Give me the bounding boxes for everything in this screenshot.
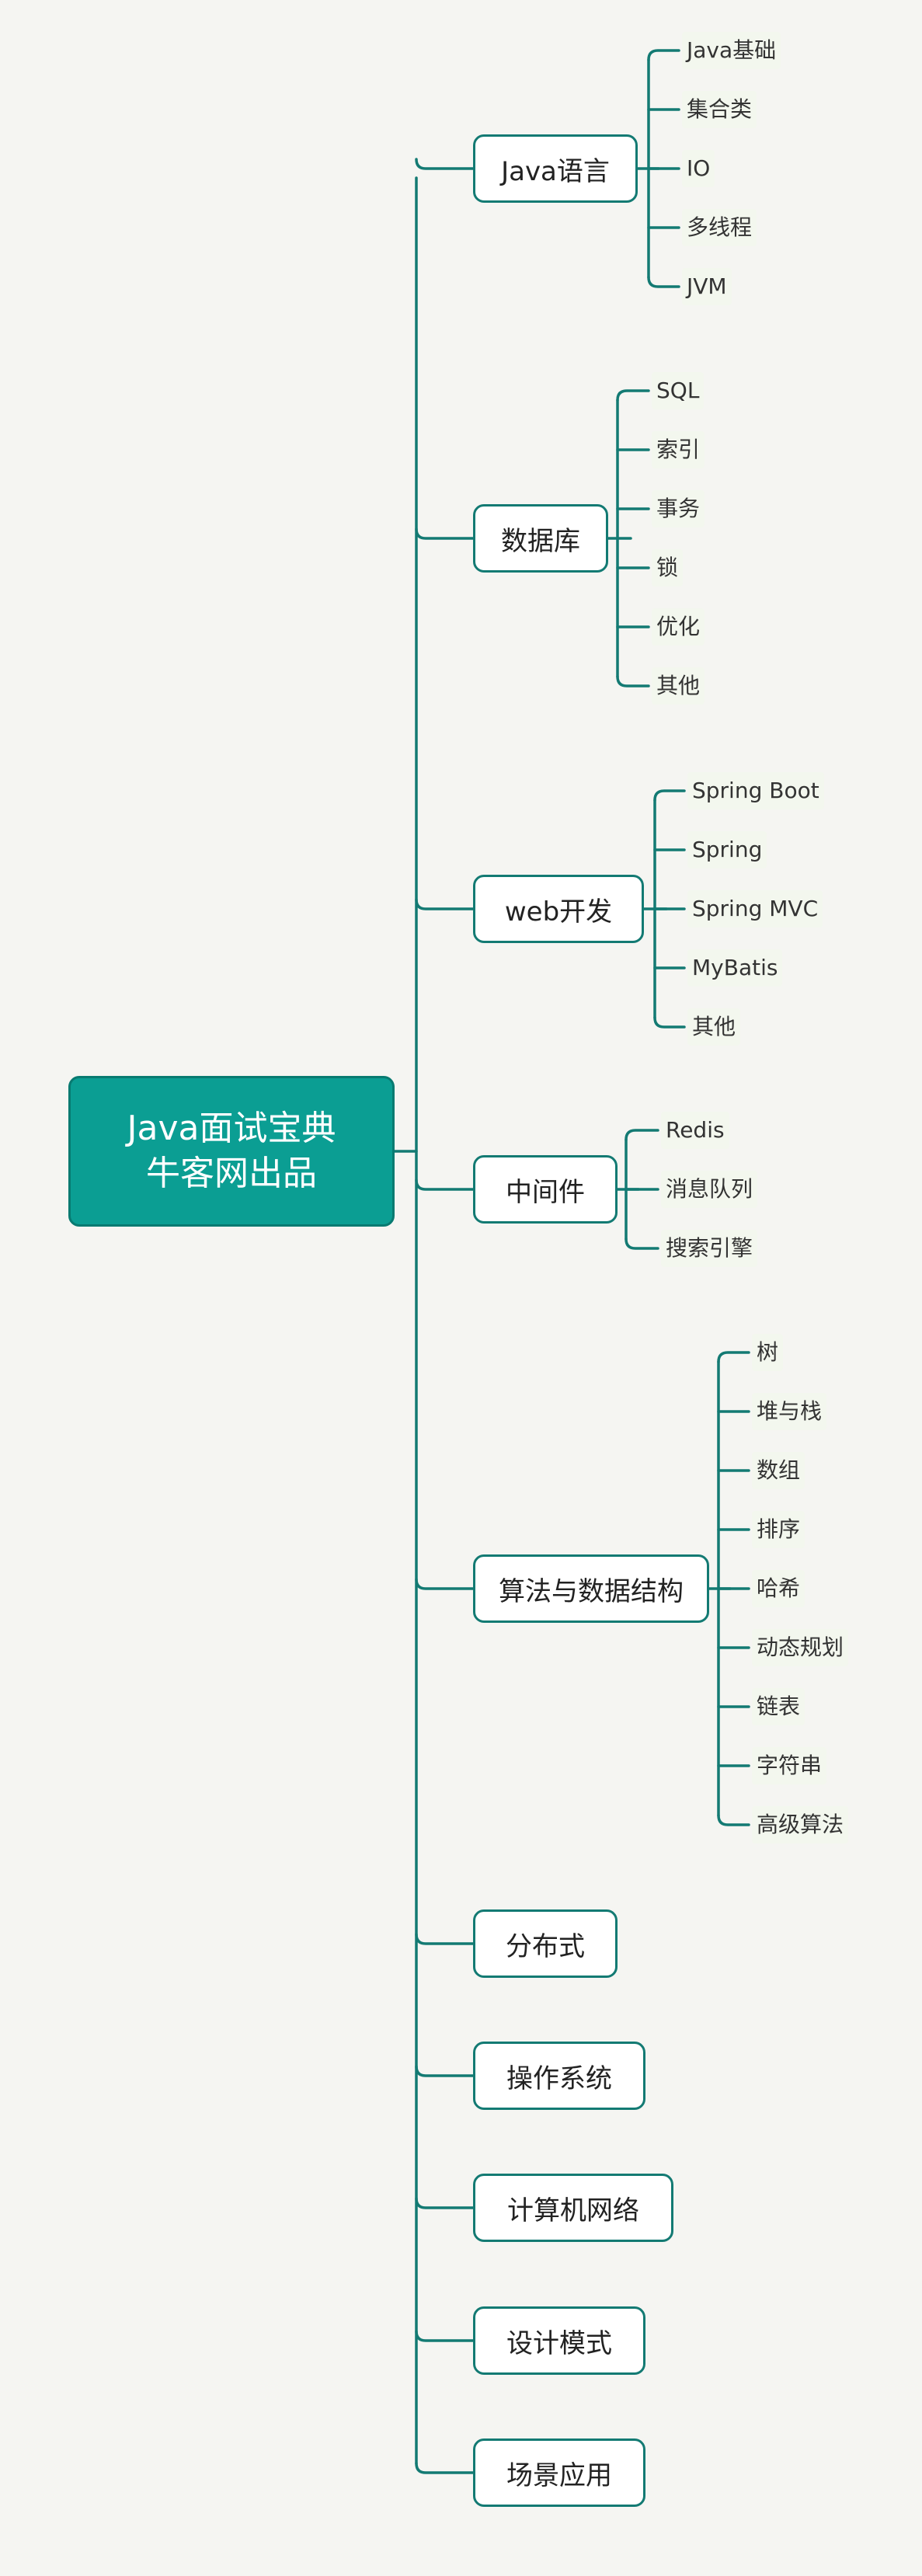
- leaf-node[interactable]: Spring MVC: [687, 890, 823, 928]
- leaf-connector: [717, 1814, 750, 1826]
- leaf-connector: [616, 675, 650, 688]
- leaf-connector: [653, 1016, 686, 1029]
- leaf-node[interactable]: 树: [752, 1334, 784, 1371]
- leaf-connector: [625, 1129, 659, 1141]
- leaf-node[interactable]: Spring Boot: [687, 772, 824, 809]
- leaf-node[interactable]: 哈希: [752, 1570, 805, 1607]
- leaf-node[interactable]: IO: [682, 150, 715, 187]
- root-title-line1: Java面试宝典: [127, 1109, 336, 1148]
- leaf-node[interactable]: 多线程: [682, 209, 757, 246]
- branch-connector: [415, 158, 475, 170]
- leaf-connector: [653, 789, 686, 802]
- leaf-node[interactable]: 高级算法: [752, 1806, 849, 1843]
- leaf-node[interactable]: Java基础: [682, 32, 781, 69]
- leaf-connector: [616, 389, 650, 402]
- leaf-node[interactable]: 排序: [752, 1511, 805, 1548]
- branch-connector: [415, 1933, 475, 1945]
- leaf-node[interactable]: JVM: [682, 268, 732, 305]
- leaf-node[interactable]: SQL: [652, 372, 705, 409]
- leaf-node[interactable]: 链表: [752, 1688, 805, 1725]
- branch-node[interactable]: 中间件: [473, 1155, 618, 1224]
- leaf-node[interactable]: 消息队列: [661, 1171, 758, 1208]
- leaf-node[interactable]: 事务: [652, 490, 705, 527]
- branch-connector: [415, 2462, 475, 2474]
- leaf-node[interactable]: 字符串: [752, 1747, 827, 1784]
- leaf-node[interactable]: 堆与栈: [752, 1393, 827, 1430]
- branch-connector: [415, 898, 475, 910]
- leaf-node[interactable]: 其他: [687, 1008, 741, 1046]
- leaf-node[interactable]: Redis: [661, 1112, 729, 1149]
- leaf-node[interactable]: 数组: [752, 1452, 805, 1489]
- branch-node[interactable]: 场景应用: [473, 2438, 645, 2507]
- branch-node[interactable]: 分布式: [473, 1909, 618, 1978]
- branch-node[interactable]: 算法与数据结构: [473, 1554, 709, 1623]
- leaf-node[interactable]: 集合类: [682, 91, 757, 128]
- branch-node[interactable]: 设计模式: [473, 2306, 645, 2375]
- leaf-node[interactable]: Spring: [687, 831, 767, 869]
- leaf-node[interactable]: 索引: [652, 431, 705, 468]
- branch-connector: [415, 2197, 475, 2209]
- leaf-node[interactable]: 搜索引擎: [661, 1230, 758, 1267]
- branch-connector: [415, 2330, 475, 2342]
- leaf-connector: [647, 49, 680, 61]
- branch-connector: [415, 1178, 475, 1191]
- root-node[interactable]: Java面试宝典 牛客网出品: [68, 1076, 395, 1227]
- branch-connector: [415, 2065, 475, 2077]
- leaf-connector: [717, 1351, 750, 1363]
- branch-node[interactable]: Java语言: [473, 134, 638, 203]
- branch-node[interactable]: web开发: [473, 875, 644, 943]
- branch-connector: [415, 527, 475, 540]
- branch-node[interactable]: 数据库: [473, 504, 608, 573]
- leaf-node[interactable]: 锁: [652, 549, 684, 587]
- leaf-node[interactable]: 动态规划: [752, 1629, 849, 1666]
- branch-node[interactable]: 计算机网络: [473, 2174, 673, 2242]
- leaf-node[interactable]: MyBatis: [687, 949, 783, 987]
- leaf-connector: [625, 1238, 659, 1250]
- leaf-node[interactable]: 其他: [652, 667, 705, 705]
- root-title-line2: 牛客网出品: [146, 1154, 317, 1193]
- branch-connector: [415, 1578, 475, 1590]
- branch-node[interactable]: 操作系统: [473, 2042, 645, 2110]
- leaf-node[interactable]: 优化: [652, 608, 705, 646]
- leaf-connector: [647, 276, 680, 288]
